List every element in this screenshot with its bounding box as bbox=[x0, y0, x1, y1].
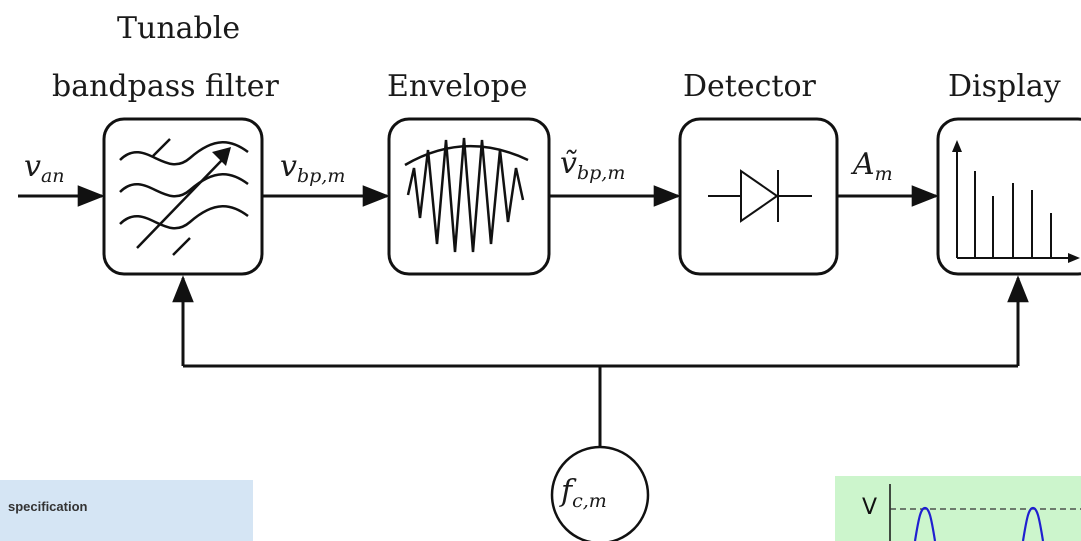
specification-panel: specification bbox=[0, 480, 253, 541]
filter-title-line2: bandpass filter bbox=[52, 69, 279, 104]
bandpass-filter-block bbox=[102, 117, 264, 276]
detector-output-base: A bbox=[853, 147, 875, 182]
center-frequency-label: fc,m bbox=[561, 477, 607, 511]
input-signal-label: van bbox=[24, 152, 65, 186]
filter-output-base: v bbox=[280, 149, 297, 184]
detector-block bbox=[678, 117, 839, 276]
voltage-plot-panel: V bbox=[835, 476, 1081, 541]
envelope-output-sub: bp,m bbox=[576, 162, 626, 184]
detector-output-sub: m bbox=[874, 163, 893, 185]
modulated-wave-icon bbox=[404, 137, 529, 253]
center-frequency-source bbox=[550, 445, 650, 541]
detector-title: Detector bbox=[683, 69, 816, 104]
specification-label: specification bbox=[8, 499, 88, 514]
filter-title-line1: Tunable bbox=[117, 11, 241, 46]
filter-output-label: vbp,m bbox=[280, 152, 345, 186]
input-signal-base: v bbox=[24, 149, 41, 184]
pulse-trace-2 bbox=[1021, 506, 1045, 541]
spectrum-icon bbox=[952, 140, 1080, 263]
envelope-output-base: ṽ bbox=[560, 146, 577, 181]
input-signal-sub: an bbox=[40, 165, 65, 187]
voltage-plot bbox=[889, 484, 1081, 541]
envelope-output-label: ṽbp,m bbox=[560, 149, 625, 183]
filter-icon bbox=[119, 138, 249, 256]
display-block bbox=[936, 117, 1081, 276]
pulse-trace-1 bbox=[913, 506, 937, 541]
envelope-block bbox=[387, 117, 551, 276]
voltage-axis-label: V bbox=[862, 495, 878, 520]
center-frequency-base: f bbox=[561, 474, 573, 509]
envelope-title: Envelope bbox=[387, 69, 528, 104]
display-title: Display bbox=[948, 69, 1061, 104]
diode-icon bbox=[708, 169, 812, 223]
center-frequency-sub: c,m bbox=[572, 490, 607, 512]
filter-output-sub: bp,m bbox=[296, 165, 346, 187]
detector-output-label: Am bbox=[853, 150, 893, 184]
